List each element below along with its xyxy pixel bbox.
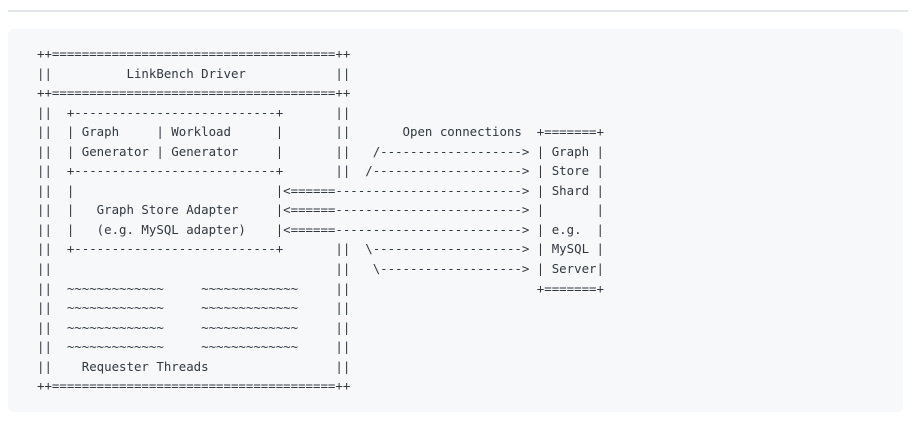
section-divider [8,10,908,12]
ascii-architecture-diagram: ++======================================… [37,46,604,394]
code-block: ++======================================… [8,29,903,412]
readme-content: ++======================================… [0,10,916,412]
